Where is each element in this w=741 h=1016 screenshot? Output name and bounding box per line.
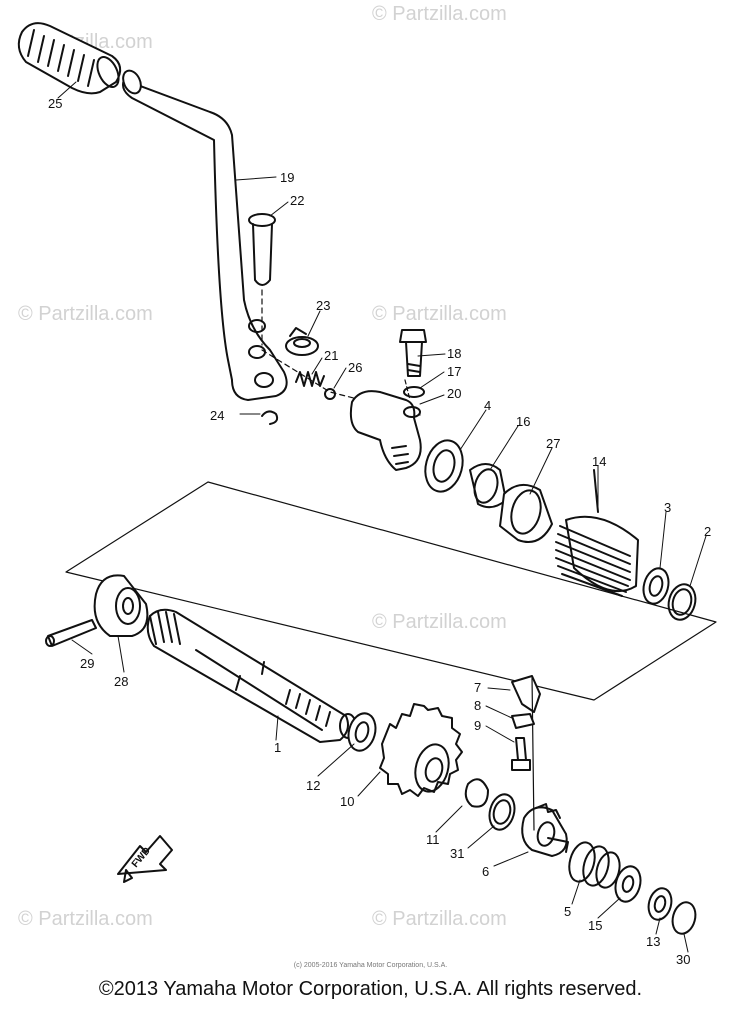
watermark: © Partzilla.com: [18, 908, 153, 930]
callout-12: 12: [306, 778, 320, 793]
callout-2: 2: [704, 524, 711, 539]
ratchet-6: [521, 803, 569, 857]
oil-seal-4: [424, 439, 464, 493]
washer-31: [488, 793, 516, 831]
washer-15: [614, 865, 642, 903]
washer-17: [403, 386, 425, 398]
callout-7: 7: [474, 680, 481, 695]
callout-18: 18: [447, 346, 461, 361]
leader-lines: [57, 81, 707, 953]
kick-gear-10: [379, 703, 463, 797]
spring-washer-23: [285, 327, 319, 356]
callout-14: 14: [592, 454, 606, 469]
watermark: © Partzilla.com: [18, 303, 153, 325]
callout-20: 20: [447, 386, 461, 401]
callout-23: 23: [316, 298, 330, 313]
bolt-9: [511, 737, 531, 771]
kick-shaft-1: [146, 608, 357, 743]
callout-26: 26: [348, 360, 362, 375]
callout-8: 8: [474, 698, 481, 713]
callout-25: 25: [48, 96, 62, 111]
watermark: © Partzilla.com: [372, 908, 507, 930]
kick-crank-19: [122, 69, 288, 401]
plate-8: [511, 713, 535, 729]
kick-boss-20: [349, 390, 422, 471]
collar-16: [469, 463, 507, 509]
kick-grip-25: [17, 22, 122, 95]
collar-28: [93, 574, 149, 637]
callout-17: 17: [447, 364, 461, 379]
callout-10: 10: [340, 794, 354, 809]
washer-3: [642, 567, 670, 605]
watermark: © Partzilla.com: [372, 303, 507, 325]
callout-1: 1: [274, 740, 281, 755]
callout-30: 30: [676, 952, 690, 967]
callout-24: 24: [210, 408, 224, 423]
washer-13: [647, 887, 673, 921]
callout-19: 19: [280, 170, 294, 185]
circlip-11: [464, 778, 489, 808]
torsion-spring-14: [555, 469, 639, 597]
callout-5: 5: [564, 904, 571, 919]
watermark: © Partzilla.com: [372, 611, 507, 633]
callout-29: 29: [80, 656, 94, 671]
small-copyright: (c) 2005-2016 Yamaha Motor Corporation, …: [293, 962, 448, 969]
ball-26: [324, 388, 336, 400]
fwd-arrow-icon: [117, 835, 173, 883]
guide-plate-7: [511, 675, 541, 831]
callout-16: 16: [516, 414, 530, 429]
callout-21: 21: [324, 348, 338, 363]
copyright-notice: ©2013 Yamaha Motor Corporation, U.S.A. A…: [98, 978, 643, 1000]
callout-15: 15: [588, 918, 602, 933]
callout-6: 6: [482, 864, 489, 879]
spring-21: [295, 371, 325, 387]
pin-29: [45, 619, 97, 647]
callout-22: 22: [290, 193, 304, 208]
callout-27: 27: [546, 436, 560, 451]
callout-labels: 25 19 22 23 21 26 24 18 17 20 4 16 27 14…: [48, 96, 711, 967]
callout-4: 4: [484, 398, 491, 413]
spring-5: [568, 841, 621, 889]
pivot-pin-22: [248, 213, 276, 286]
circlip-24: [261, 410, 279, 425]
spring-guide-27: [499, 483, 553, 543]
callout-31: 31: [450, 846, 464, 861]
callout-28: 28: [114, 674, 128, 689]
bolt-18: [399, 329, 427, 377]
callout-13: 13: [646, 934, 660, 949]
watermark: © Partzilla.com: [372, 3, 507, 25]
callout-9: 9: [474, 718, 481, 733]
callout-3: 3: [664, 500, 671, 515]
washer-12: [347, 712, 377, 752]
callout-11: 11: [426, 832, 440, 847]
circlip-30: [671, 901, 697, 935]
